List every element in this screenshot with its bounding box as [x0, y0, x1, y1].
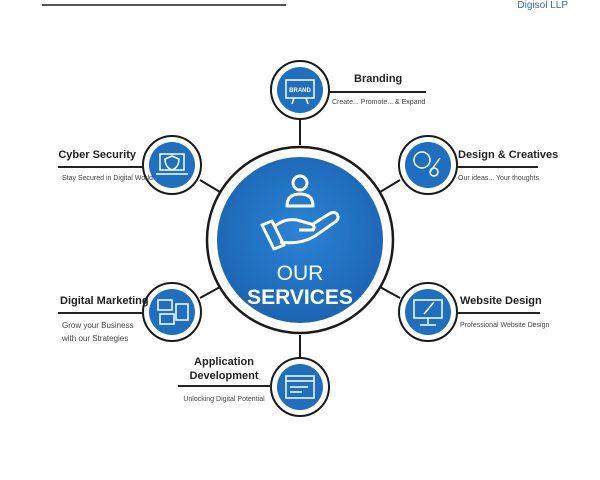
- monitor-pen-icon: [413, 299, 443, 326]
- branding-subtitle: Create... Promote... & Expand: [332, 99, 426, 106]
- brand-icon-text: BRAND: [289, 88, 311, 94]
- appdev-subtitle: Unlocking Digital Potential: [183, 396, 265, 403]
- brand-board-icon: [285, 79, 315, 105]
- cyber-title: Cyber Security: [58, 149, 136, 161]
- center-title-services: SERVICES: [247, 286, 353, 309]
- marketing-subtitle-1: Grow your Business: [62, 321, 134, 330]
- branding-title: Branding: [354, 73, 403, 85]
- appdev-title-1: Application: [194, 356, 254, 368]
- design-title: Design & Creatives: [458, 149, 559, 161]
- website-subtitle: Professional Website Design: [460, 322, 550, 329]
- website-title: Website Design: [460, 295, 542, 307]
- top-rule: [42, 4, 286, 6]
- cyber-subtitle: Stay Secured in Digital World: [62, 175, 153, 182]
- marketing-rule: [58, 312, 144, 314]
- code-window-icon: [285, 375, 315, 399]
- media-devices-icon: [157, 299, 189, 325]
- marketing-title: Digital Marketing: [60, 295, 149, 307]
- company-name: Digisol LLP: [517, 0, 568, 11]
- center-circle: [217, 157, 383, 323]
- shield-laptop-icon: [156, 153, 188, 175]
- hand-person-icon: [260, 174, 340, 251]
- branding-rule: [330, 91, 426, 93]
- design-rule: [456, 166, 538, 168]
- design-subtitle: Our ideas... Your thoughts.: [458, 175, 541, 182]
- marketing-subtitle-2: with our Strategies: [62, 334, 129, 343]
- appdev-title-2: Development: [189, 370, 259, 382]
- cyber-rule: [58, 166, 144, 168]
- paint-palette-icon: [413, 151, 441, 177]
- appdev-rule: [178, 385, 270, 387]
- center-title-our: OUR: [276, 262, 324, 285]
- connectors: [199, 120, 401, 358]
- website-rule: [456, 312, 540, 314]
